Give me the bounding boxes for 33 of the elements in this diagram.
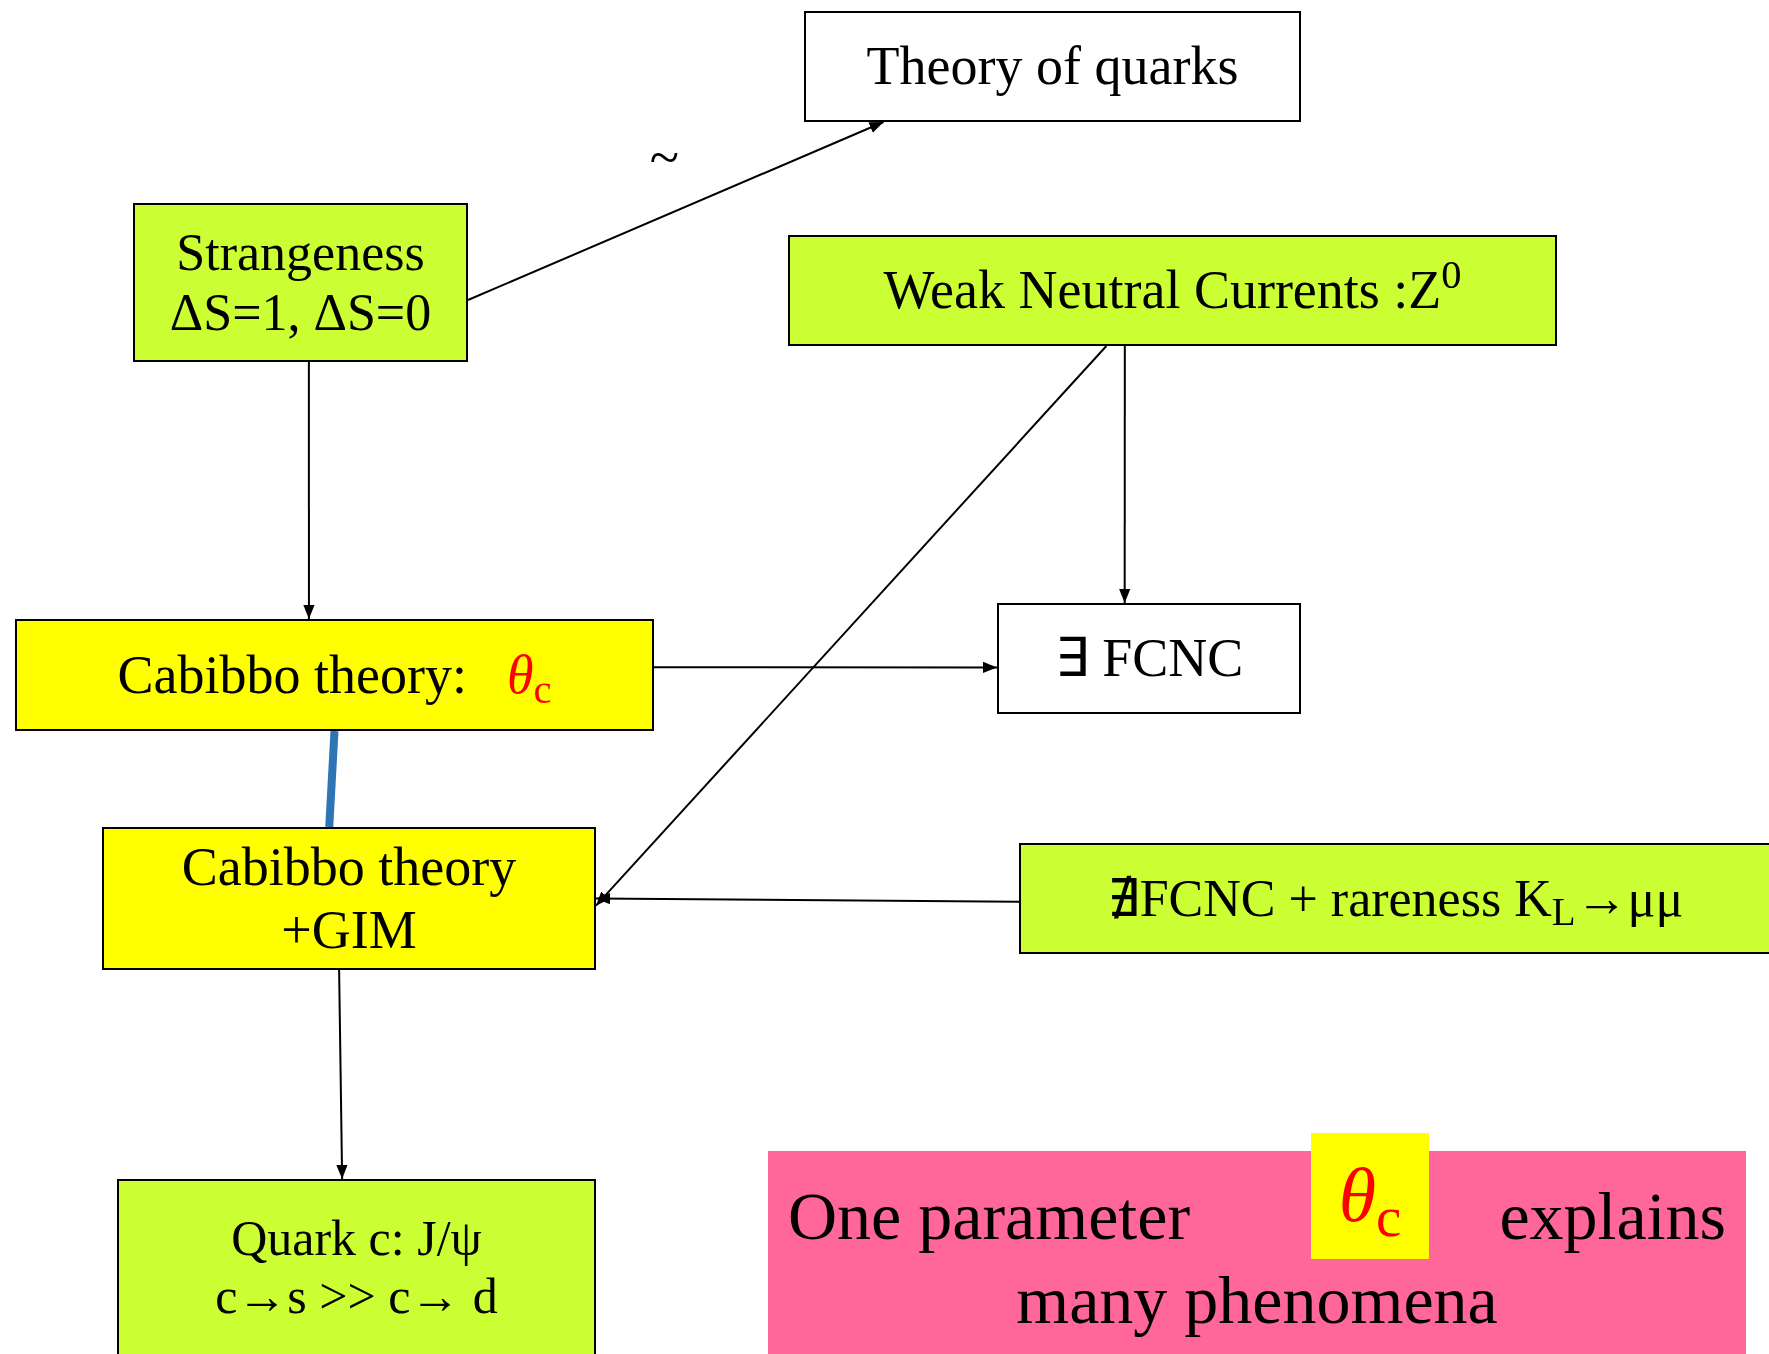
node-text: Strangeness (176, 222, 425, 283)
theory-box (102, 827, 596, 970)
arrow (467, 121, 885, 301)
conclusion-box (768, 1151, 1746, 1354)
node-text: Weak Neutral Currents :Z$^{0}$ (883, 259, 1462, 322)
conclusion-text: many phenomena (1015, 1263, 1499, 1338)
conclusion-text: One parameter (788, 1177, 1191, 1256)
arrow (1119, 345, 1131, 604)
concept-box (117, 1179, 596, 1354)
node-text: Cabibbo theory +GIM (180, 836, 518, 961)
node-text: Theory of quarks (866, 35, 1239, 98)
concept-box (997, 603, 1301, 714)
concept-box (133, 203, 468, 362)
theta-symbol: θ$_{c}$ (1338, 1152, 1402, 1240)
arrow (595, 893, 1020, 905)
theory-box (15, 619, 654, 731)
connector-line (325, 730, 339, 828)
node-text: Quark c: J/ψ (231, 1210, 482, 1268)
arrow (303, 361, 315, 620)
highlight-box (1311, 1133, 1429, 1259)
theta-symbol: θ$_{c}$ (506, 643, 552, 707)
node-text: ΔS=1, ΔS=0 (169, 282, 432, 343)
node-text: c→s >> c→ d (215, 1267, 498, 1325)
arrow (336, 969, 348, 1180)
arrow (595, 345, 1108, 907)
concept-box (804, 11, 1301, 122)
concept-box (788, 235, 1557, 346)
conclusion-text: explains (1499, 1177, 1726, 1256)
arrow (653, 661, 998, 673)
node-text: ∃ FCNC (1054, 627, 1244, 690)
node-text: ∄FCNC + rareness K$_{L}$→μμ (1106, 868, 1684, 929)
concept-box (1019, 843, 1769, 954)
node-text: Cabibbo theory: (117, 643, 467, 707)
